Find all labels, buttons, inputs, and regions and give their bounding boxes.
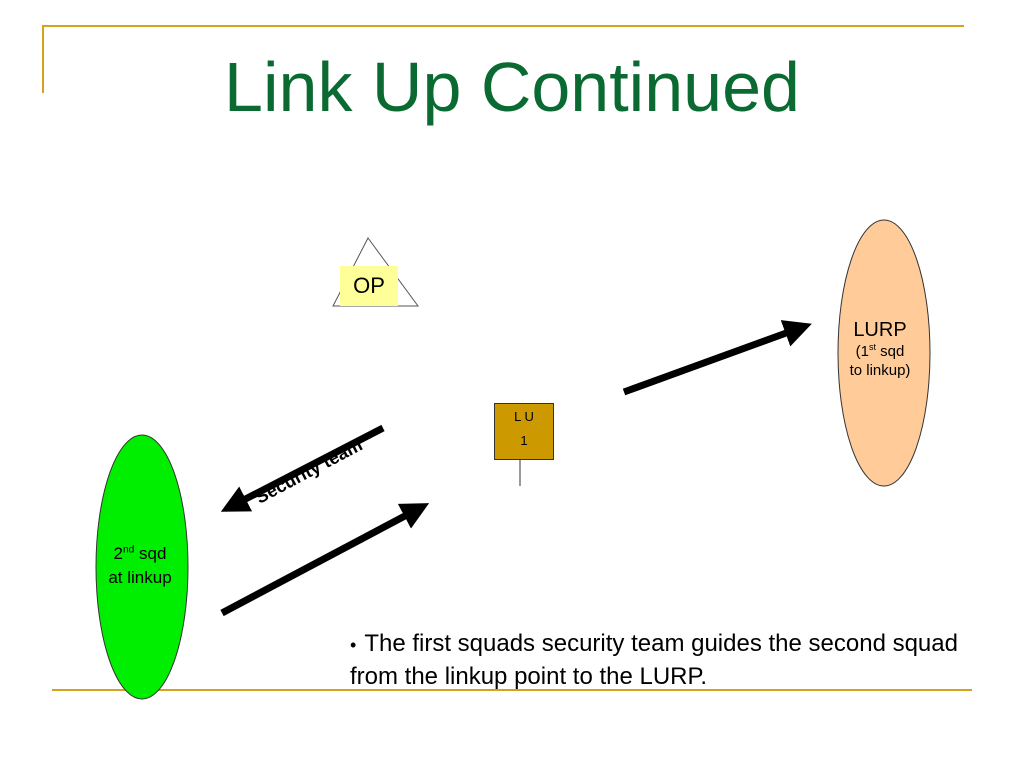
arrow-from-second-squad [220, 503, 430, 617]
page-title: Link Up Continued [224, 48, 800, 126]
arrow-to-second-squad [220, 424, 385, 512]
second-squad-line1: 2nd sqd [88, 542, 192, 566]
bullet-text: •The first squads security team guides t… [350, 628, 1010, 693]
lu-line2: 1 [520, 433, 528, 448]
lurp-sub-suffix: sqd [876, 343, 905, 360]
op-label: OP [340, 266, 398, 306]
top-rule [42, 25, 964, 27]
lurp-sub-line1: (1st sqd [828, 342, 932, 361]
lu-line1: L U [514, 409, 534, 424]
second-squad-sup: nd [122, 544, 135, 556]
lurp-sub-line2: to linkup) [849, 362, 911, 379]
bullet-dot-icon: • [350, 635, 357, 655]
second-squad-prefix: 2 [113, 544, 123, 563]
lurp-sub-sup: st [868, 342, 876, 352]
second-squad-ellipse [95, 434, 189, 700]
arrow-to-lurp [622, 320, 812, 396]
bullet-content: The first squads security team guides th… [350, 630, 958, 690]
linkup-point-box: L U 1 [494, 403, 554, 460]
lurp-title: LURP [853, 319, 907, 341]
lurp-ellipse [837, 219, 931, 487]
left-rule [42, 25, 44, 93]
second-squad-label: 2nd sqd at linkup [88, 542, 192, 590]
lurp-label: LURP (1st sqd to linkup) [828, 318, 932, 380]
bottom-rule [52, 689, 972, 691]
second-squad-line2: at linkup [108, 568, 172, 587]
lurp-sub-prefix: (1 [855, 343, 869, 360]
second-squad-suffix: sqd [134, 544, 167, 563]
